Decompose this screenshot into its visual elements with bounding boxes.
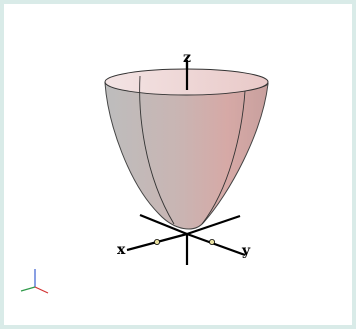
surface-mesh-lines bbox=[139, 75, 246, 225]
y-axis bbox=[186, 232, 246, 257]
back-axis-left bbox=[139, 213, 188, 236]
y-axis-tick bbox=[208, 238, 215, 245]
gizmo-y-axis bbox=[34, 286, 49, 294]
z-axis-label: z bbox=[183, 50, 191, 66]
y-axis-label: y bbox=[241, 243, 251, 259]
plot-viewport[interactable]: z x y bbox=[4, 4, 352, 325]
back-axis-right bbox=[186, 214, 241, 236]
orientation-gizmo[interactable] bbox=[20, 269, 49, 294]
x-axis-tick bbox=[153, 238, 160, 245]
axis-tick-markers bbox=[153, 238, 215, 245]
gizmo-x-axis bbox=[20, 286, 36, 292]
x-axis-label: x bbox=[117, 242, 126, 258]
